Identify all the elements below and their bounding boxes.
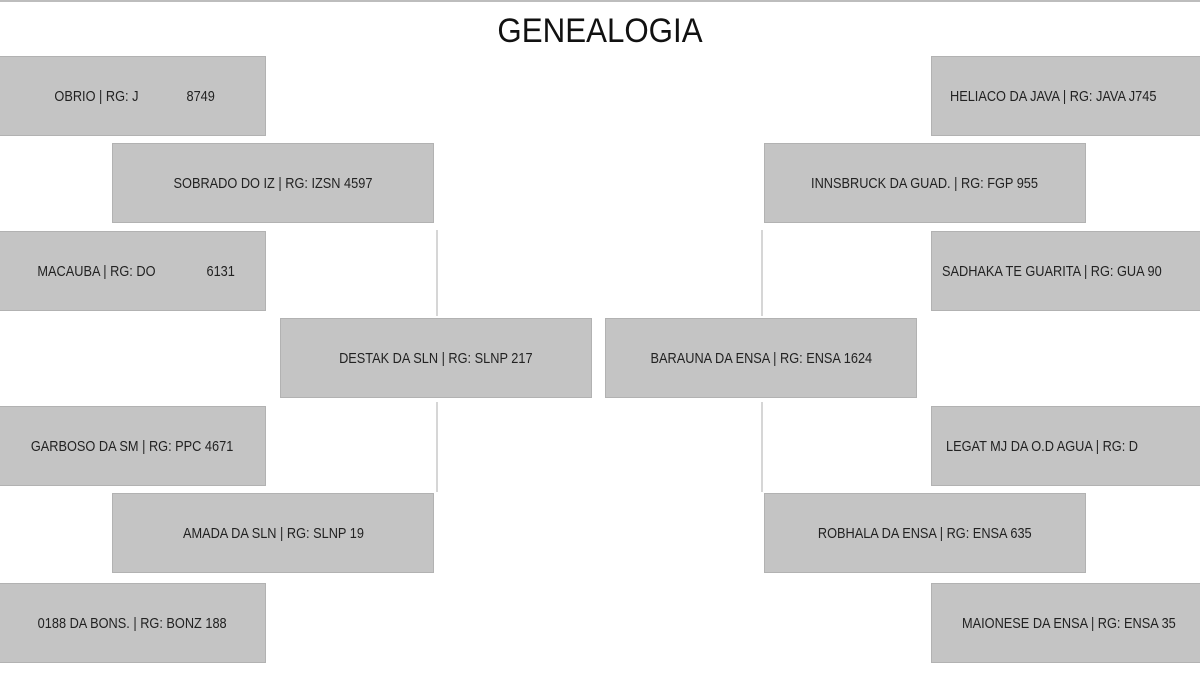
granddam-box-dam-dam[interactable]: 0188 DA BONS. | RG: BONZ 188 xyxy=(0,583,266,663)
animal-name: MACAUBA | RG: DO xyxy=(37,262,156,280)
animal-name: MAIONESE DA ENSA | RG: ENSA 35 xyxy=(962,614,1176,632)
grandsire-box-right-sire-sire[interactable]: HELIACO DA JAVA | RG: JAVA J745 xyxy=(931,56,1200,136)
animal-name: INNSBRUCK DA GUAD. | RG: FGP 955 xyxy=(811,174,1039,192)
animal-name: SADHAKA TE GUARITA | RG: GUA 90 xyxy=(942,262,1162,280)
animal-name: LEGAT MJ DA O.D AGUA | RG: D xyxy=(946,437,1139,455)
animal-name: DESTAK DA SLN | RG: SLNP 217 xyxy=(339,349,533,367)
grandsire-box-sire-sire[interactable]: OBRIO | RG: J 8749 xyxy=(0,56,266,136)
grandsire-box-right-dam-sire[interactable]: LEGAT MJ DA O.D AGUA | RG: D 9 xyxy=(931,406,1200,486)
animal-number: 6131 xyxy=(206,262,235,280)
subject-box-right[interactable]: BARAUNA DA ENSA | RG: ENSA 1624 xyxy=(605,318,917,398)
sire-box-right[interactable]: INNSBRUCK DA GUAD. | RG: FGP 955 xyxy=(764,143,1086,223)
granddam-box-sire-dam[interactable]: MACAUBA | RG: DO 6131 xyxy=(0,231,266,311)
grandsire-box-dam-sire[interactable]: GARBOSO DA SM | RG: PPC 4671 xyxy=(0,406,266,486)
page-title: GENEALOGIA xyxy=(497,12,703,50)
granddam-box-right-dam-dam[interactable]: MAIONESE DA ENSA | RG: ENSA 35 xyxy=(931,583,1200,663)
subject-box-left[interactable]: DESTAK DA SLN | RG: SLNP 217 xyxy=(280,318,592,398)
animal-name: HELIACO DA JAVA | RG: JAVA J745 xyxy=(950,87,1157,105)
top-divider xyxy=(0,0,1200,2)
animal-name: ROBHALA DA ENSA | RG: ENSA 635 xyxy=(818,524,1032,542)
animal-name: AMADA DA SLN | RG: SLNP 19 xyxy=(182,524,364,542)
animal-name: GARBOSO DA SM | RG: PPC 4671 xyxy=(30,437,234,455)
animal-number: 8749 xyxy=(186,87,215,105)
animal-name: BARAUNA DA ENSA | RG: ENSA 1624 xyxy=(650,349,872,367)
animal-name: OBRIO | RG: J xyxy=(54,87,139,105)
animal-name: 0188 DA BONS. | RG: BONZ 188 xyxy=(37,614,227,632)
dam-box-right[interactable]: ROBHALA DA ENSA | RG: ENSA 635 xyxy=(764,493,1086,573)
animal-name: SOBRADO DO IZ | RG: IZSN 4597 xyxy=(173,174,373,192)
dam-box[interactable]: AMADA DA SLN | RG: SLNP 19 xyxy=(112,493,434,573)
sire-box[interactable]: SOBRADO DO IZ | RG: IZSN 4597 xyxy=(112,143,434,223)
granddam-box-right-sire-dam[interactable]: SADHAKA TE GUARITA | RG: GUA 90 xyxy=(931,231,1200,311)
